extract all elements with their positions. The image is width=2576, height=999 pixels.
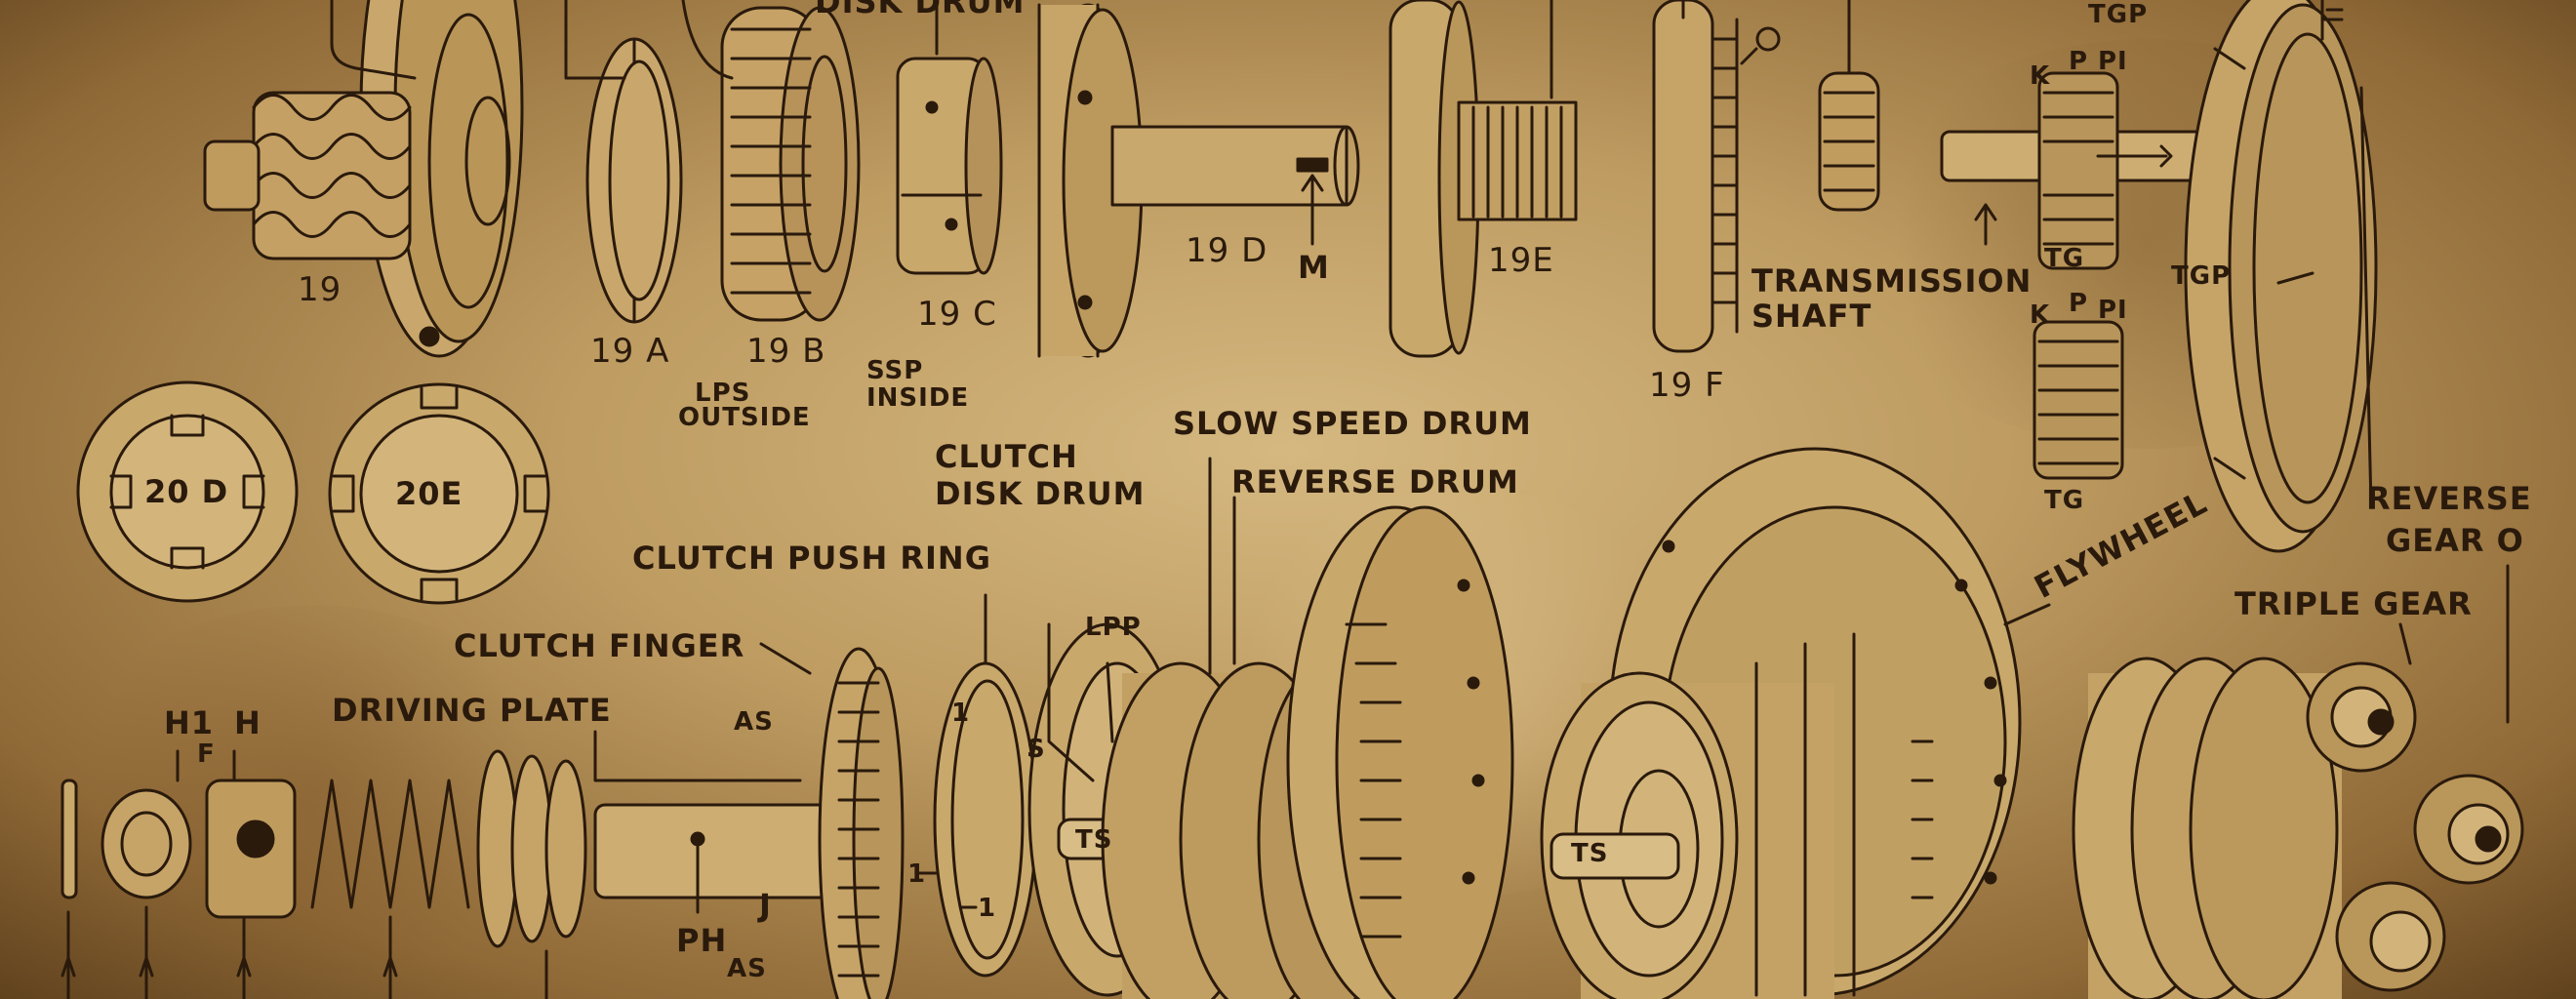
label-shaft: SHAFT <box>1751 298 1872 335</box>
part-f-bushing <box>101 788 192 999</box>
triple-gear-assembly <box>2072 564 2524 999</box>
label-as-top: AS <box>734 707 774 737</box>
clutch-push-ring <box>915 593 1038 978</box>
slow-speed-drum-assembly <box>1101 457 1514 999</box>
label-one-b: 1 <box>907 859 927 889</box>
part-h-collar <box>176 749 297 999</box>
label-driving-plate: DRIVING PLATE <box>332 692 612 729</box>
label-one-c: 1 <box>978 894 997 923</box>
part-19f-gear-disk <box>1652 0 1781 353</box>
label-ssp: SSP <box>866 356 924 385</box>
clutch-finger-plate <box>759 642 905 999</box>
label-tgp-mid: TGP <box>2171 261 2232 291</box>
label-outside: OUTSIDE <box>678 403 811 432</box>
part-20e-disk <box>328 382 550 605</box>
label-f: F <box>197 739 216 769</box>
part-19b-drum <box>681 0 861 322</box>
label-clutch: CLUTCH <box>935 438 1078 475</box>
label-one-a: 1 <box>951 699 971 728</box>
part-20d-disk <box>76 380 299 603</box>
label-clutch-finger: CLUTCH FINGER <box>454 627 745 664</box>
label-tgp-top: TGP <box>2088 0 2149 29</box>
label-pi-mid: PI <box>2098 296 2128 325</box>
clutch-spring <box>310 779 470 999</box>
leader-arrows <box>60 956 398 978</box>
label-gear-o: GEAR O <box>2386 522 2524 559</box>
driving-plate-shaft <box>593 730 841 914</box>
label-part-19c: 19 C <box>917 295 997 334</box>
label-p-mid: P <box>2069 289 2089 318</box>
label-part-19: 19 <box>298 270 342 309</box>
label-as-bottom: AS <box>727 954 767 983</box>
part-19d-drum-shaft <box>1037 3 1360 358</box>
label-j: J <box>759 887 772 924</box>
label-h1: H1 <box>164 704 215 741</box>
part-h1-washer <box>60 779 78 999</box>
label-tg-mid: TG <box>2044 486 2085 515</box>
label-reverse: REVERSE <box>2366 480 2532 517</box>
part-19a-ring <box>564 0 683 324</box>
label-lps: LPS <box>695 379 751 408</box>
label-part-19e: 19E <box>1488 241 1554 280</box>
label-ph: PH <box>676 922 728 959</box>
label-tg-top: TG <box>2044 244 2085 273</box>
label-slow-speed-drum: SLOW SPEED DRUM <box>1173 405 1532 442</box>
clutch-disk-stack <box>476 749 587 999</box>
label-triple-gear: TRIPLE GEAR <box>2234 585 2473 622</box>
label-pi-top: PI <box>2098 47 2128 76</box>
label-h: H <box>234 704 262 741</box>
flywheel-disk <box>2184 0 2378 553</box>
label-part-19a: 19 A <box>590 332 670 371</box>
label-k-mid: K <box>2030 300 2051 330</box>
part-19c-drum <box>896 0 1003 275</box>
transmission-shaft <box>1940 71 2285 270</box>
label-reverse-drum: REVERSE DRUM <box>1231 463 1519 500</box>
label-p-top: P <box>2069 47 2089 76</box>
label-part-20d: 20 D <box>144 473 229 510</box>
small-gear <box>1818 0 1880 212</box>
label-ts-left: TS <box>1075 825 1113 855</box>
label-part-19f: 19 F <box>1649 366 1725 405</box>
label-k-top: K <box>2030 61 2051 91</box>
label-m: M <box>1298 249 1330 286</box>
label-disk-drum-top: DISK DRUM <box>815 0 1026 20</box>
part-19-pulley <box>203 0 524 358</box>
label-s: S <box>1026 735 1046 764</box>
label-disk-drum: DISK DRUM <box>935 475 1146 512</box>
label-ts-right: TS <box>1571 839 1609 868</box>
label-lpp: LPP <box>1085 613 1142 642</box>
label-transmission: TRANSMISSION <box>1751 262 2033 300</box>
transmission-drum-assembly <box>1540 447 2051 999</box>
label-part-19b: 19 B <box>746 332 826 371</box>
label-part-20e: 20E <box>395 475 463 512</box>
label-clutch-push-ring: CLUTCH PUSH RING <box>632 539 991 577</box>
part-19e-gear-drum <box>1389 0 1578 358</box>
triple-gear-lower <box>2033 320 2124 480</box>
label-part-19d: 19 D <box>1186 231 1268 270</box>
label-inside: INSIDE <box>866 383 970 413</box>
